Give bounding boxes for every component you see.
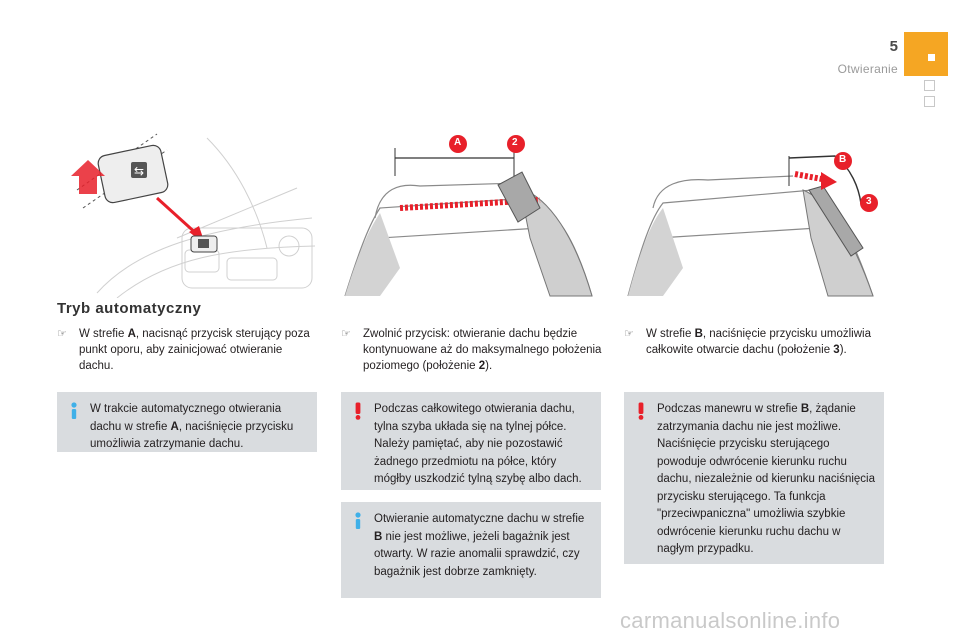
watermark: carmanualsonline.info bbox=[620, 608, 841, 633]
bullet-text-post-2: ). bbox=[839, 344, 847, 356]
note-text-pre: Podczas całkowitego otwierania dachu, ty… bbox=[374, 403, 582, 485]
note-text-bold: B bbox=[800, 403, 810, 415]
figure-roof-position-2: A 2 bbox=[340, 128, 600, 298]
bullet-text-bold: 2 bbox=[478, 360, 486, 372]
bullet-text-bold: B bbox=[694, 328, 703, 340]
note-text-post: , żądanie zatrzymania dachu nie jest moż… bbox=[657, 403, 876, 555]
bullet-arrow-icon: ☞ bbox=[624, 328, 634, 340]
label-b: B bbox=[839, 154, 847, 165]
chapter-tab-empty-2[interactable] bbox=[924, 96, 935, 107]
bullet-text-bold: A bbox=[127, 328, 136, 340]
instruction-bullet-3: ☞ W strefie B, naciśnięcie przycisku umo… bbox=[624, 326, 886, 358]
instruction-bullet-1: ☞ W strefie A, nacisnąć przycisk sterują… bbox=[57, 326, 319, 374]
bullet-text-bold-2: 3 bbox=[833, 344, 840, 356]
chapter-tab[interactable] bbox=[904, 32, 948, 76]
info-icon bbox=[355, 512, 361, 529]
section-heading: Tryb automatyczny bbox=[57, 300, 202, 317]
label-3: 3 bbox=[866, 196, 872, 207]
note-text-post: , naciśnięcie przycisku umożliwia zatrzy… bbox=[90, 420, 294, 451]
bullet-text-pre: W strefie bbox=[646, 328, 695, 340]
section-title: Otwieranie bbox=[837, 62, 898, 76]
label-a: A bbox=[454, 137, 462, 148]
info-note-1: W trakcie automatycznego otwierania dach… bbox=[57, 392, 317, 452]
note-text-pre: Podczas manewru w strefie bbox=[657, 403, 801, 415]
bullet-arrow-icon: ☞ bbox=[57, 328, 67, 340]
note-text-pre: W trakcie automatycznego otwierania dach… bbox=[90, 403, 282, 433]
bullet-text-pre: W strefie bbox=[79, 328, 128, 340]
figure-roof-position-3: B 3 bbox=[623, 128, 885, 298]
warning-note-1: Podczas całkowitego otwierania dachu, ty… bbox=[341, 392, 601, 490]
figure-roof-control-button: ⇆ bbox=[57, 128, 317, 298]
info-note-2: Otwieranie automatyczne dachu w strefie … bbox=[341, 502, 601, 598]
bullet-arrow-icon: ☞ bbox=[341, 328, 351, 340]
warning-note-2: Podczas manewru w strefie B, żądanie zat… bbox=[624, 392, 884, 564]
note-text-bold: A bbox=[170, 420, 179, 433]
warning-icon bbox=[638, 402, 644, 420]
bullet-text-pre: Zwolnić przycisk: otwieranie dachu będzi… bbox=[363, 328, 602, 372]
bullet-text-post: ). bbox=[485, 360, 493, 372]
warning-icon bbox=[355, 402, 361, 420]
svg-text:⇆: ⇆ bbox=[134, 164, 144, 178]
instruction-bullet-2: ☞ Zwolnić przycisk: otwieranie dachu będ… bbox=[341, 326, 603, 374]
bullet-text-post: , naciśnięcie przycisku umożliwia całkow… bbox=[646, 328, 871, 356]
info-icon bbox=[71, 402, 77, 419]
note-text-pre: Otwieranie automatyczne dachu w strefie bbox=[374, 513, 585, 525]
note-text-post: nie jest możliwe, jeżeli bagażnik jest o… bbox=[374, 530, 580, 578]
bullet-text-post: , nacisnąć przycisk sterujący poza punkt… bbox=[79, 328, 310, 372]
chapter-tab-empty-1[interactable] bbox=[924, 80, 935, 91]
chapter-tab-marker bbox=[928, 54, 935, 61]
note-text-bold: B bbox=[374, 530, 383, 543]
page-number: 5 bbox=[889, 38, 898, 55]
label-2: 2 bbox=[512, 137, 518, 148]
